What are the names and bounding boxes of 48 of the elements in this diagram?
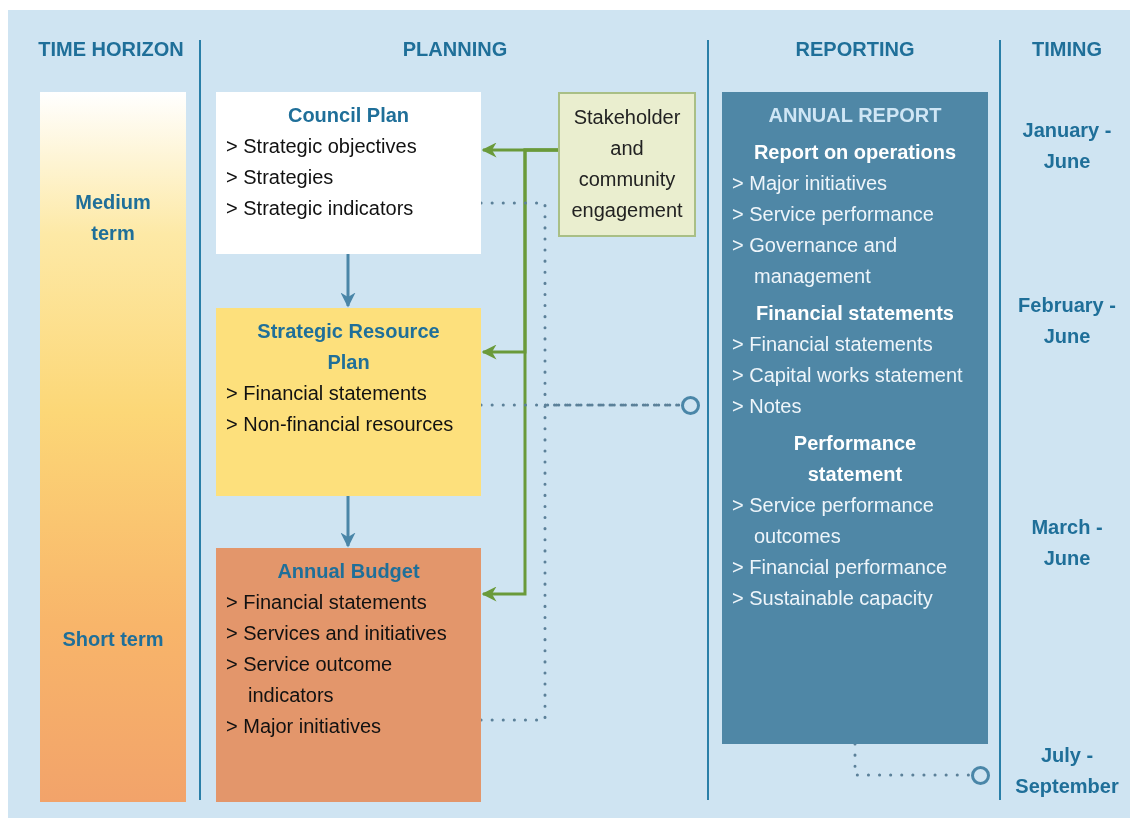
timing-label: July - September	[1014, 743, 1120, 799]
list-item: > Strategies	[226, 165, 335, 190]
box-heading: Performance statement	[792, 431, 918, 487]
arrow	[481, 148, 558, 602]
time-horizon-label: Short term	[61, 627, 165, 652]
list-item: > Major initiatives	[732, 171, 889, 196]
dotted-connector	[853, 742, 971, 777]
list-item: > Sustainable capacity	[732, 586, 934, 611]
timing-label: March - June	[1030, 515, 1104, 571]
box-text: Stakeholder and community engagement	[570, 105, 684, 223]
list-item: > Financial statements	[226, 381, 428, 406]
box-heading: Report on operations	[752, 140, 958, 165]
dotted-connector	[479, 403, 681, 722]
dotted-connector	[479, 201, 681, 407]
list-item: > Financial statements	[226, 590, 428, 615]
list-item: > Financial statements	[732, 332, 934, 357]
box-heading: Annual Budget	[276, 559, 421, 584]
list-item: > Service outcome indicators	[226, 652, 394, 708]
column-header: PLANNING	[401, 38, 509, 61]
box-heading: Strategic Resource Plan	[256, 319, 441, 375]
box-heading: Financial statements	[755, 301, 955, 326]
list-item: > Financial performance	[732, 555, 949, 580]
report-panel	[722, 92, 988, 744]
list-item: > Service performance	[732, 202, 935, 227]
list-item: > Service performance outcomes	[732, 493, 935, 549]
list-item: > Capital works statement	[732, 363, 964, 388]
time-horizon-label: Medium term	[74, 190, 152, 246]
list-item: > Strategic objectives	[226, 134, 418, 159]
box-heading: ANNUAL REPORT	[767, 103, 943, 128]
budget-box	[216, 548, 481, 802]
plan-box	[216, 92, 481, 254]
column-header: TIMING	[1031, 38, 1103, 61]
list-item: > Notes	[732, 394, 803, 419]
column-header: TIME HORIZON	[37, 38, 185, 61]
column-header: REPORTING	[794, 38, 916, 61]
engagement-box	[558, 92, 696, 237]
arrow	[340, 254, 356, 308]
time-horizon-bar	[40, 92, 186, 802]
timing-label: January - June	[1021, 118, 1113, 174]
plan-box	[216, 308, 481, 496]
list-item: > Non-financial resources	[226, 412, 455, 437]
list-item: > Major initiatives	[226, 714, 383, 739]
list-item: > Governance and management	[732, 233, 899, 289]
timing-label: February - June	[1017, 293, 1117, 349]
arrow	[340, 496, 356, 548]
list-item: > Strategic indicators	[226, 196, 415, 221]
list-item: > Services and initiatives	[226, 621, 448, 646]
box-heading: Council Plan	[286, 103, 411, 128]
